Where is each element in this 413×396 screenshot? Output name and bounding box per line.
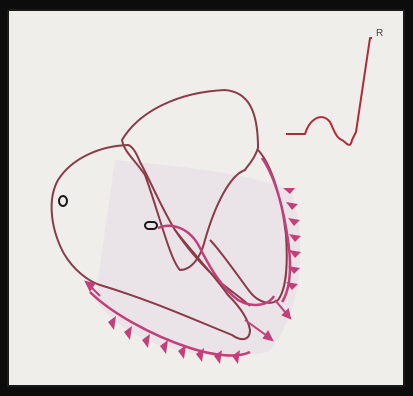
r-wave-label: R: [376, 28, 383, 39]
sa-node-icon: [59, 196, 67, 206]
ecg-trace: [286, 38, 372, 145]
